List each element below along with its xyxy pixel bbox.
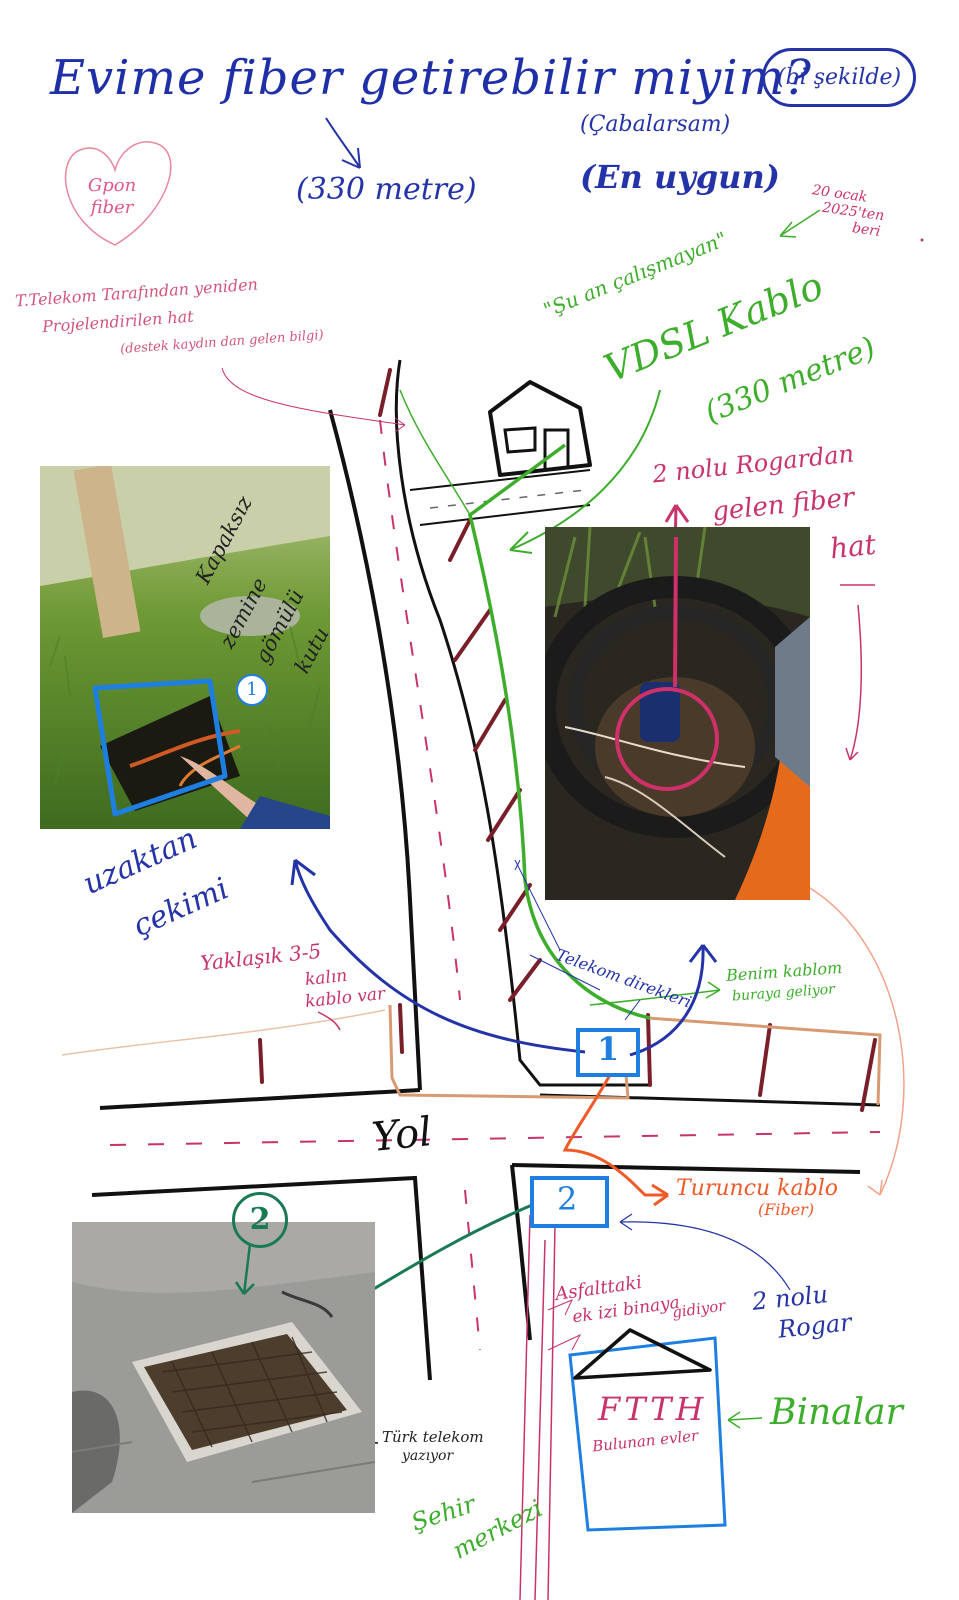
telekom-note-pointer [221,367,406,433]
rogar-box-1 [576,1028,640,1077]
note-style-label: (bi şekilde) [762,48,917,107]
distance-arrow [325,117,361,169]
building-line1: FTTH [598,1390,708,1428]
asphalt-patch-line [519,1214,556,1600]
page-title: Evime fiber getirebilir miyim? [50,50,812,106]
road-label: Yol [369,1109,435,1161]
marker-2: 2 [232,1192,288,1248]
my-cable-arrow [589,981,721,1006]
tan-cable-west [61,1009,386,1056]
road-centerline-south [464,1189,481,1351]
road-edge-bottom-east [511,1163,861,1174]
fiber-hat-curve [840,584,875,761]
vdsl-arrow [509,389,661,554]
road-edge-bottom-west [91,1175,432,1381]
date-arrow [779,209,821,238]
side-street-dash [429,489,586,509]
vdsl-cable-thin [399,389,471,516]
orange-cable-line1: Turuncu kablo [676,1176,838,1201]
rogar2-pointer [619,1213,791,1291]
buildings-label: Binalar [770,1392,903,1433]
tt-writing-line2: yazıyor [402,1448,454,1464]
photo-ground-box: Kapaksız zemine gömülü kutu [40,466,330,829]
rogar-box-2 [530,1176,609,1228]
if-paid-label: (Çabalarsam) [580,112,731,137]
best-label: (En uygun) [580,158,780,196]
orange-cable-line2: (Fiber) [758,1200,815,1219]
telekom-poles [258,368,877,1112]
remote-pull-arrow [290,858,586,1054]
road-edge-top-west [99,1088,421,1110]
road-edge-right-north [394,359,650,1087]
orange-fiber [562,1074,669,1207]
asphalt-arrows [547,1299,582,1351]
house-icon [488,380,592,477]
gpon-heart-icon [64,141,172,246]
photo-manhole-cover [72,1222,375,1513]
building-icon [568,1328,727,1532]
side-street [409,469,591,526]
tan-cable [388,1004,882,1106]
gpon-fiber-label: Gpon fiber [87,175,137,218]
distance-label: (330 metre) [296,172,477,207]
photo-manhole-cables [545,527,810,900]
tt-writing-line1: Türk telekom [382,1428,484,1446]
road-edge-left-north [328,409,422,1091]
box1-up-arrow [629,944,718,1057]
road-edge-south [510,1164,532,1341]
decorative-dot [920,238,924,242]
marker-1: 1 [236,674,268,706]
poles-pointer [514,859,641,1021]
vdsl-cable [468,443,651,1020]
marker-1-label: 1 [246,679,258,700]
road-centerline-north [379,419,461,1001]
marker-2-label: 2 [249,1202,271,1237]
marker-2-arrow [234,1244,255,1295]
box2-label: 2 [557,1180,578,1218]
fiber-from-2-line3: hat [828,527,878,566]
thick-cables-arrow [317,1011,341,1031]
road-centerline-horizontal [109,1131,881,1146]
orange-fiber-loop [804,884,905,1196]
binalar-pointer [727,1411,763,1429]
box1-label: 1 [597,1030,620,1068]
